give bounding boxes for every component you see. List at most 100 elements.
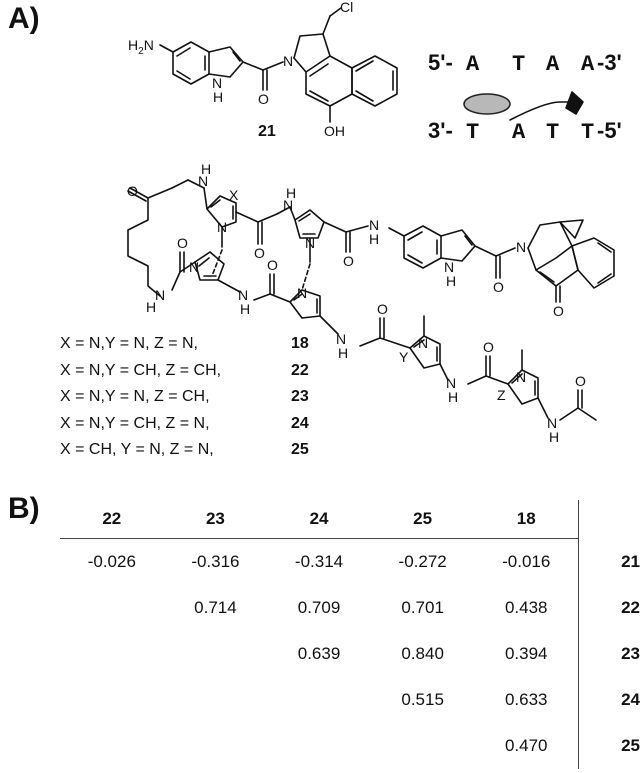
- table-cell: [267, 723, 371, 769]
- table-cell: -0.316: [191, 552, 240, 571]
- hairpin-cpi-o: O: [553, 303, 564, 319]
- column-header: 18: [474, 500, 579, 539]
- hairpin-h8: H: [549, 429, 559, 445]
- svg-text:T: T: [581, 120, 594, 145]
- legend-definition: X = N,Y = CH, Z = CH,: [60, 361, 222, 379]
- correlation-table: 22 23 24 25 18 -0.026 -0.316 -0.314 -0.2…: [60, 500, 640, 769]
- compound-21-indole-nh: N: [212, 75, 222, 91]
- legend-row: X = N,Y = CH, Z = N, 24: [60, 411, 309, 438]
- legend-row: X = N,Y = N, Z = CH, 23: [60, 384, 309, 411]
- hairpin-nh8: N: [547, 415, 557, 431]
- table-cell: 0.701: [401, 598, 444, 617]
- hairpin-o4: O: [177, 235, 188, 251]
- legend-row: X = N,Y = CH, Z = CH, 22: [60, 358, 309, 385]
- svg-text:T: T: [546, 120, 559, 145]
- table-cell: 0.633: [504, 690, 548, 709]
- hairpin-indole-h: H: [446, 273, 456, 289]
- table-cell: [60, 631, 164, 677]
- hairpin-y-label: Y: [399, 349, 409, 365]
- legend-definition: X = CH, Y = N, Z = N,: [60, 441, 214, 458]
- table-row: 0.515 0.633 24: [60, 677, 640, 723]
- dna-binding-schematic: [509, 91, 584, 121]
- table-cell: 0.470: [504, 736, 548, 755]
- svg-text:A: A: [466, 52, 480, 77]
- hairpin-h2: H: [286, 185, 296, 201]
- legend-row: X = CH, Y = N, Z = N, 25: [60, 437, 309, 464]
- table-cell: 0.438: [504, 598, 548, 617]
- table-cell: 0.709: [297, 598, 341, 617]
- hairpin-o-linker: O: [127, 183, 138, 199]
- table-cell: 0.840: [401, 644, 444, 663]
- table-cell: [164, 631, 268, 677]
- compound-21-carbonyl-o: O: [258, 91, 269, 107]
- hairpin-o6: O: [377, 301, 388, 317]
- hairpin-nh6: N: [336, 331, 346, 347]
- table-row: 0.714 0.709 0.701 0.438 22: [60, 585, 640, 631]
- table-header-row: 22 23 24 25 18: [60, 500, 640, 539]
- polyamide-ellipse-icon: [463, 93, 511, 115]
- compound-21-cl-label: Cl: [340, 0, 353, 15]
- table-cell: [371, 723, 475, 769]
- legend-definition: X = N,Y = N, Z = CH,: [60, 388, 210, 405]
- column-header: 23: [163, 500, 268, 539]
- svg-text:T: T: [466, 120, 479, 145]
- compound-21-indole-h: H: [213, 89, 223, 105]
- row-header-spacer: [578, 500, 640, 539]
- table-cell: 0.714: [194, 598, 237, 617]
- hairpin-nh2: N: [283, 197, 293, 213]
- column-header: 25: [370, 500, 475, 539]
- table-cell: 0.639: [297, 644, 341, 663]
- column-header: 24: [267, 500, 371, 539]
- hairpin-o8: O: [575, 373, 586, 389]
- row-header: 25: [578, 723, 640, 769]
- table-cell: [164, 723, 268, 769]
- compound-21-oh-label: OH: [324, 123, 345, 139]
- hairpin-cpi-n: N: [516, 239, 526, 255]
- svg-text:3'-: 3'-: [428, 118, 453, 143]
- legend-compound-id: 18: [291, 335, 309, 352]
- hairpin-h-top: H: [201, 161, 211, 177]
- hairpin-h6: H: [338, 345, 348, 361]
- hairpin-h7: H: [448, 389, 458, 405]
- legend-compound-id: 23: [291, 388, 309, 405]
- panel-b-label: B): [8, 492, 40, 525]
- table-row: 0.470 25: [60, 723, 640, 769]
- hairpin-n4: N: [189, 259, 199, 275]
- hairpin-o7: O: [483, 339, 494, 355]
- svg-text:A: A: [581, 52, 595, 77]
- hairpin-n5: N: [297, 285, 307, 301]
- dna-bottom-strand: 3'- T A T T -5': [428, 118, 622, 145]
- svg-text:-3': -3': [597, 50, 622, 75]
- hairpin-o1: O: [254, 245, 265, 261]
- hairpin-x-label: X: [229, 187, 239, 203]
- legend-definition: X = N,Y = CH, Z = N,: [60, 414, 210, 432]
- legend-compound-id: 24: [291, 414, 309, 432]
- hairpin-o3: O: [493, 279, 504, 295]
- column-header: 22: [60, 500, 164, 539]
- hairpin-n6: N: [418, 335, 428, 351]
- hairpin-nh-top: N: [198, 173, 208, 189]
- hairpin-indole-n: N: [444, 259, 454, 275]
- hairpin-n2: N: [305, 235, 315, 251]
- table-cell: 0.394: [504, 644, 548, 663]
- panel-a-label: A): [8, 2, 40, 35]
- row-header: 24: [578, 677, 640, 723]
- compound-legend: X = N,Y = N, Z = N, 18 X = N,Y = CH, Z =…: [60, 331, 309, 464]
- svg-text:A: A: [546, 52, 560, 77]
- table-row: 0.639 0.840 0.394 23: [60, 631, 640, 677]
- hairpin-h5: H: [240, 301, 250, 317]
- compound-21-structure: [159, 7, 398, 123]
- table-cell: [60, 723, 164, 769]
- row-header: 21: [578, 538, 640, 585]
- legend-compound-id: 22: [291, 361, 309, 379]
- hairpin-nh5: N: [238, 287, 248, 303]
- chemical-structures-figure: H2N N H O N Cl OH 21 5'- A T A A -3' 3'-…: [127, 0, 622, 445]
- hairpin-nh7: N: [446, 375, 456, 391]
- table-cell: -0.314: [294, 552, 344, 571]
- hairpin-nh-linker: N: [155, 287, 165, 303]
- hairpin-n7: N: [516, 369, 526, 385]
- table-cell: -0.026: [87, 552, 136, 571]
- row-header: 23: [578, 631, 640, 677]
- hairpin-h3: H: [369, 231, 379, 247]
- table-cell: [164, 677, 268, 723]
